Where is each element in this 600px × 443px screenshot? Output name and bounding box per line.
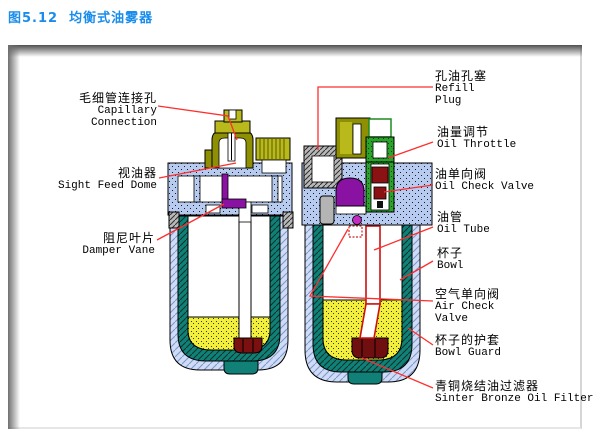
suction-tube-left (238, 219, 252, 339)
figure-panel (8, 45, 582, 429)
sight-ball (352, 215, 362, 225)
label-sinter-bronze-oil-filter: 青铜烧结油过滤器 Sinter Bronze Oil Filter (435, 379, 594, 406)
mount-block-left (168, 211, 180, 229)
mount-block-right (282, 211, 294, 229)
leader-bowl-guard (407, 327, 434, 346)
leader-air-check-valve (308, 228, 434, 302)
leader-oil-throttle (387, 141, 434, 159)
leader-oil-check-valve (383, 184, 434, 193)
label-oil-throttle: 油量调节 Oil Throttle (437, 125, 517, 152)
leader-lines (156, 86, 434, 389)
sinter-bronze-filter-part (351, 337, 389, 359)
label-refill-plug: 孔油孔塞 Refill Plug (435, 69, 488, 108)
damper-vane-part (221, 173, 247, 209)
leader-bowl (399, 260, 434, 281)
oil-tube-part (359, 225, 381, 339)
label-capillary-connection: 毛细管连接孔 Capillary Connection (78, 91, 157, 130)
drain-cylinder (319, 195, 335, 225)
label-oil-tube: 油管 Oil Tube (437, 210, 490, 237)
bowl-foot-right (347, 371, 383, 385)
figure-title: 图5.12 均衡式油雾器 (8, 11, 154, 26)
leader-sight-dome (158, 162, 237, 179)
oil-check-valve-part (371, 166, 389, 208)
ribbed-fitting (255, 137, 291, 161)
right-lubricator (301, 117, 433, 385)
bowl-foot-left (223, 360, 259, 375)
panel-top-shadow (8, 45, 582, 57)
sight-dome-right (335, 177, 365, 207)
leader-oil-tube (373, 226, 434, 251)
leader-capillary (157, 105, 238, 141)
leader-damper-vane (156, 203, 225, 241)
label-bowl: 杯子 Bowl (437, 246, 464, 273)
label-damper-vane: 阻尼叶片 Damper Vane (82, 231, 155, 258)
label-oil-check-valve: 油单向阀 Oil Check Valve (435, 167, 535, 194)
panel-left-shadow (8, 45, 20, 429)
left-lubricator (167, 109, 294, 375)
refill-plug-part (335, 117, 371, 159)
air-check-valve-part (348, 225, 363, 238)
sight-feed-dome-part (204, 109, 291, 174)
leader-refill-plug (317, 86, 433, 150)
oil-filter-left (233, 337, 263, 354)
label-air-check-valve: 空气单向阀 Air Check Valve (435, 287, 501, 326)
label-sight-feed-dome: 视油器 Sight Feed Dome (57, 166, 157, 193)
label-bowl-guard: 杯子的护套 Bowl Guard (435, 333, 502, 360)
leader-sinter-filter (361, 357, 434, 389)
